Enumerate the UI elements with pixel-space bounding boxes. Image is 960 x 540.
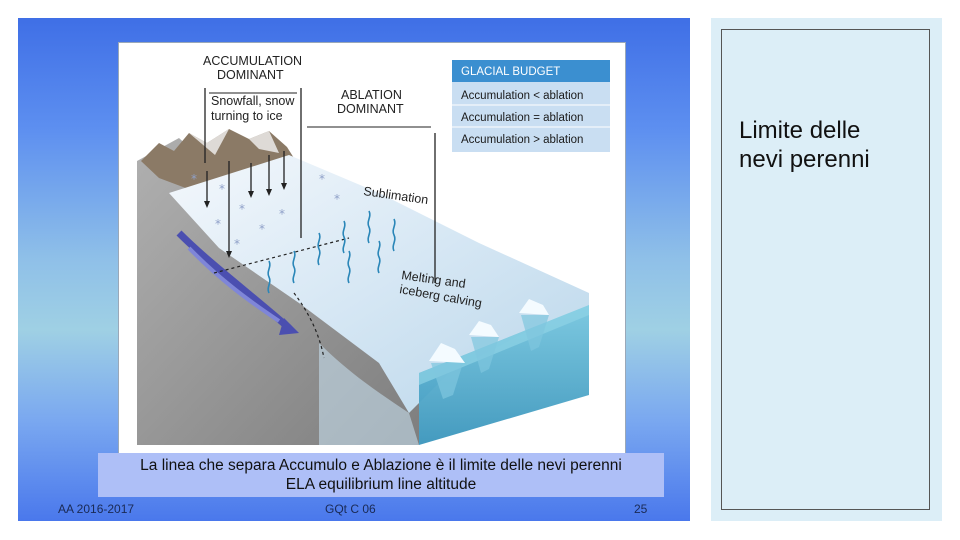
budget-title: GLACIAL BUDGET: [461, 66, 560, 78]
iceberg: [469, 321, 499, 337]
snowfall-label: Snowfall, snow: [211, 94, 295, 108]
svg-text:*: *: [239, 202, 245, 216]
svg-text:*: *: [219, 182, 225, 196]
slide-number: 25: [634, 502, 648, 516]
notes-text: Limite delle nevi perenni: [739, 117, 870, 173]
lake-water: [419, 305, 589, 445]
svg-text:*: *: [234, 237, 240, 251]
svg-text:*: *: [334, 192, 340, 206]
equilibrium-line: [213, 237, 350, 274]
iceberg: [429, 343, 465, 363]
sublimation-arrows: [267, 210, 396, 294]
budget-row: Accumulation > ablation: [461, 134, 583, 146]
notes-box[interactable]: Limite delle nevi perenni: [721, 29, 930, 510]
budget-row: Accumulation < ablation: [461, 90, 583, 102]
slide: * * * * * * * * * ACCUMULATION DOMINANT ABLATI…: [18, 18, 690, 521]
snowflakes: * * * * * * * * *: [191, 172, 340, 251]
snowfall-label-line2: turning to ice: [211, 109, 283, 123]
caption-line-2: ELA equilibrium line altitude: [285, 476, 477, 493]
caption: La linea che separa Accumulo e Ablazione…: [98, 453, 664, 497]
svg-text:*: *: [215, 217, 221, 231]
notes-panel: Limite delle nevi perenni: [711, 18, 942, 521]
ablation-label: ABLATION: [341, 88, 402, 102]
ablation-dominant-label: DOMINANT: [337, 102, 404, 116]
iceberg: [519, 299, 549, 315]
accumulation-label: ACCUMULATION: [203, 54, 302, 68]
budget-row: Accumulation = ablation: [461, 112, 583, 124]
svg-text:*: *: [319, 172, 325, 186]
svg-text:*: *: [279, 207, 285, 221]
glacial-budget-legend: GLACIAL BUDGET Accumulation < ablation A…: [452, 60, 610, 152]
glacier-diagram: * * * * * * * * * ACCUMULATION DOMINANT ABLATI…: [118, 42, 626, 454]
footer-course: GQt C 06: [325, 502, 376, 516]
snowfall-arrows: [206, 151, 285, 253]
footer-date: AA 2016-2017: [58, 502, 135, 516]
accumulation-dominant-label: DOMINANT: [217, 68, 284, 82]
glacier-illustration: * * * * * * * * * ACCUMULATION DOMINANT ABLATI…: [137, 54, 610, 445]
caption-line-1: La linea che separa Accumulo e Ablazione…: [140, 457, 622, 474]
svg-text:*: *: [191, 172, 197, 186]
svg-text:*: *: [259, 222, 265, 236]
